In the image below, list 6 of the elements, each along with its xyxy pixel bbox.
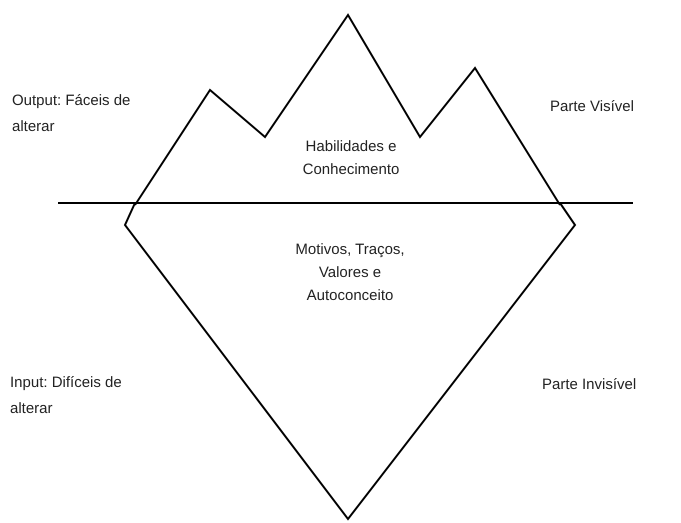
side-label: Output: Fáceis de alterar: [12, 91, 132, 137]
side-label: Parte Visível: [550, 97, 635, 117]
side-label: Parte Invisível: [542, 375, 638, 395]
iceberg-text: Habilidades e Conhecimento: [302, 137, 400, 180]
iceberg-text: Motivos, Traços, Valores e Autoconceito: [294, 240, 406, 306]
side-label: Input: Difíceis de alterar: [10, 373, 123, 419]
